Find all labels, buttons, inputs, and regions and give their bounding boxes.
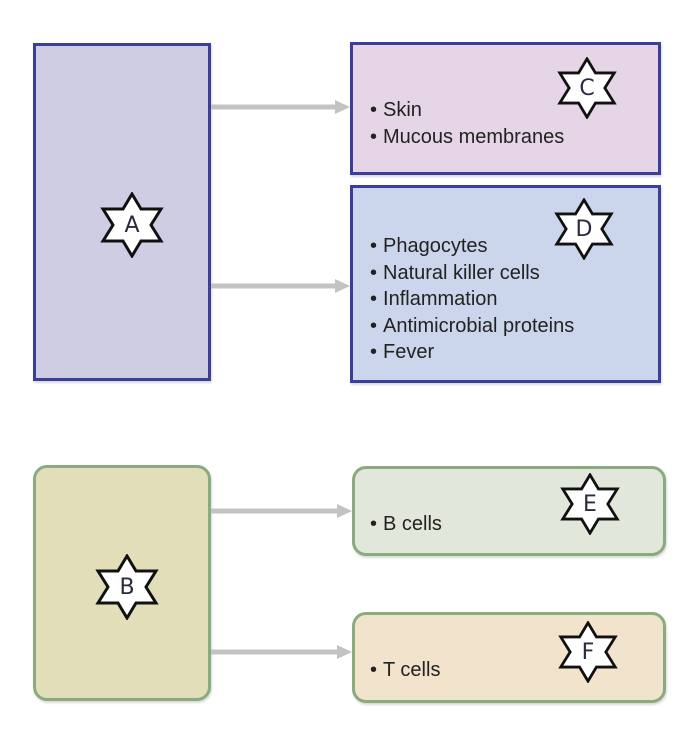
box-b: B bbox=[33, 465, 211, 701]
box-d: Phagocytes Natural killer cells Inflamma… bbox=[350, 185, 661, 383]
box-c-list: Skin Mucous membranes bbox=[370, 97, 564, 150]
star-icon bbox=[558, 621, 618, 683]
list-item: Inflammation bbox=[370, 286, 574, 313]
arrow-a-to-d bbox=[211, 278, 351, 294]
star-marker-a: A bbox=[99, 192, 165, 258]
star-marker-b: B bbox=[94, 554, 160, 620]
list-item: Fever bbox=[370, 339, 574, 366]
star-label-f: F bbox=[581, 639, 595, 665]
list-item: Phagocytes bbox=[370, 233, 574, 260]
list-item: T cells bbox=[370, 657, 440, 684]
star-icon bbox=[554, 198, 614, 260]
star-label-b: B bbox=[119, 574, 135, 600]
star-icon bbox=[100, 192, 164, 258]
list-item: B cells bbox=[370, 511, 442, 538]
box-e-list: B cells bbox=[370, 511, 442, 538]
list-item: Natural killer cells bbox=[370, 260, 574, 287]
box-f: T cells F bbox=[352, 612, 666, 703]
arrow-b-to-e bbox=[211, 503, 353, 519]
star-marker-f: F bbox=[557, 621, 619, 683]
star-marker-e: E bbox=[559, 473, 621, 535]
box-e: B cells E bbox=[352, 466, 666, 556]
arrow-a-to-c bbox=[211, 99, 351, 115]
box-c: Skin Mucous membranes C bbox=[350, 42, 661, 175]
star-label-c: C bbox=[579, 75, 595, 101]
star-label-d: D bbox=[575, 216, 593, 242]
box-f-list: T cells bbox=[370, 657, 440, 684]
box-d-list: Phagocytes Natural killer cells Inflamma… bbox=[370, 233, 574, 366]
star-marker-d: D bbox=[553, 198, 615, 260]
star-icon bbox=[557, 57, 617, 119]
star-label-e: E bbox=[583, 491, 597, 517]
list-item: Skin bbox=[370, 97, 564, 124]
list-item: Mucous membranes bbox=[370, 124, 564, 151]
star-label-a: A bbox=[124, 212, 140, 238]
box-a: A bbox=[33, 43, 211, 381]
star-icon bbox=[560, 473, 620, 535]
list-item: Antimicrobial proteins bbox=[370, 313, 574, 340]
star-icon bbox=[95, 554, 159, 620]
star-marker-c: C bbox=[556, 57, 618, 119]
arrow-b-to-f bbox=[211, 644, 353, 660]
